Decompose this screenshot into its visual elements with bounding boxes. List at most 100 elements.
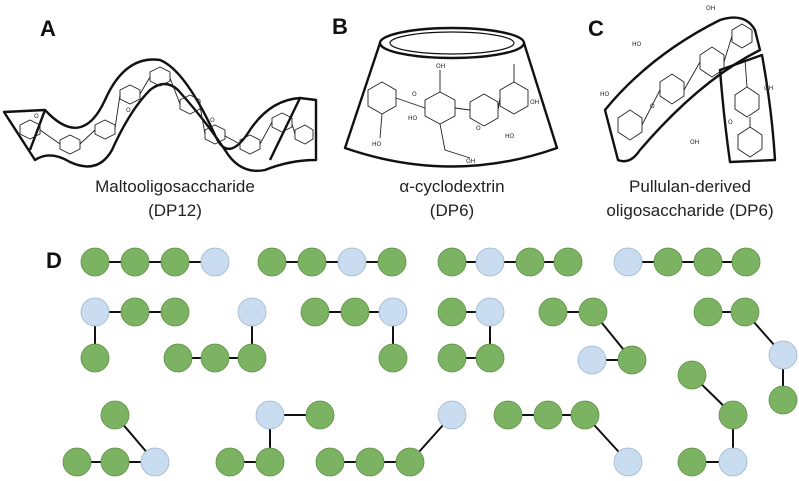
glucose-unit (255, 447, 285, 477)
atom-label-o: O (650, 103, 655, 110)
caption-a-line-1: Maltooligosaccharide (95, 177, 255, 196)
branch-point-unit (237, 297, 267, 327)
glucose-unit (237, 343, 267, 373)
branch-point-unit (768, 340, 798, 370)
isomer-diagram (315, 400, 467, 477)
branch-point-unit (577, 345, 607, 375)
glucose-unit (533, 400, 563, 430)
panel-c: C HO HO OH OH OH O O Pullulan-derived ol… (588, 5, 777, 220)
isomer-diagram (493, 400, 643, 477)
branch-point-unit (475, 297, 505, 327)
panel-a: A O O O Maltooligosaccharid (2, 16, 318, 220)
caption-c-line-2: oligosaccharide (DP6) (606, 201, 773, 220)
branch-point-unit (378, 297, 408, 327)
glucose-unit (300, 297, 330, 327)
glucose-unit (80, 247, 110, 277)
glucose-unit (297, 247, 327, 277)
branch-point-unit (718, 447, 748, 477)
isomer-diagram (80, 297, 190, 373)
glucose-unit (730, 297, 760, 327)
isomer-diagram (163, 297, 267, 373)
isomer-diagram (538, 297, 647, 375)
atom-label-oh: OH (530, 99, 539, 106)
glucose-unit (80, 343, 110, 373)
panel-b: B OH HO HO OH OH HO O O α-cyclodextrin (… (332, 14, 559, 220)
branch-point-unit (200, 247, 230, 277)
glucose-unit (160, 297, 190, 327)
branch-point-unit (80, 297, 110, 327)
isomer-diagram (80, 247, 230, 277)
atom-label-o: O (412, 91, 417, 98)
glucose-unit (693, 297, 723, 327)
isomer-diagram (300, 297, 408, 373)
glucose-unit (578, 297, 608, 327)
glucose-unit (437, 343, 467, 373)
atom-label-ho: HO (372, 141, 382, 148)
glucose-unit (355, 447, 385, 477)
glucose-unit (718, 400, 748, 430)
panel-letter-a: A (40, 16, 56, 41)
glucose-unit (200, 343, 230, 373)
atom-label-oh: OH (764, 85, 773, 92)
glucose-unit (340, 297, 370, 327)
glucose-unit (378, 343, 408, 373)
atom-label-ho: HO (408, 115, 418, 122)
glucose-unit (120, 247, 150, 277)
atom-label-oh: OH (690, 139, 699, 146)
branch-point-unit (337, 247, 367, 277)
branch-point-unit (613, 247, 643, 277)
atom-label-o: O (728, 119, 733, 126)
glucose-unit (395, 447, 425, 477)
branch-point-unit (475, 247, 505, 277)
glucose-unit (437, 247, 467, 277)
isomer-diagram (693, 297, 798, 415)
glucose-unit (677, 360, 707, 390)
glucose-unit (515, 247, 545, 277)
glucose-unit (315, 447, 345, 477)
atom-label-ho: HO (505, 133, 515, 140)
glucose-unit (768, 385, 798, 415)
glucose-unit (257, 247, 287, 277)
glucose-unit (215, 447, 245, 477)
panel-letter-c: C (588, 16, 604, 41)
glucose-unit (493, 400, 523, 430)
glucose-unit (538, 297, 568, 327)
glucose-unit (617, 345, 647, 375)
glucose-unit (731, 247, 761, 277)
glucose-unit (377, 247, 407, 277)
glucose-unit (677, 447, 707, 477)
branch-point-unit (437, 400, 467, 430)
glucose-unit (553, 247, 583, 277)
glucose-unit (100, 400, 130, 430)
glucose-unit (437, 297, 467, 327)
branch-point-unit (140, 447, 170, 477)
isomer-diagram (215, 400, 335, 477)
isomer-diagram (62, 400, 170, 477)
branch-point-unit (255, 400, 285, 430)
caption-a-line-2: (DP12) (148, 201, 202, 220)
panel-letter-d: D (46, 248, 62, 273)
atom-label-o: O (34, 113, 39, 120)
glucose-unit (160, 247, 190, 277)
glucose-unit (475, 343, 505, 373)
atom-label-o: O (476, 125, 481, 132)
isomer-diagram (613, 247, 761, 277)
glucose-unit (693, 247, 723, 277)
caption-b-line-1: α-cyclodextrin (399, 177, 504, 196)
isomer-diagram (257, 247, 407, 277)
maltooligosaccharide-helix: O O O (2, 58, 318, 172)
isomer-diagram (437, 297, 505, 373)
caption-c-line-1: Pullulan-derived (629, 177, 751, 196)
glucose-unit (120, 297, 150, 327)
branch-point-unit (613, 447, 643, 477)
cyclodextrin-cone: OH HO HO OH OH HO O O (343, 26, 559, 168)
atom-label-oh: OH (706, 5, 715, 12)
panel-d: D (46, 247, 798, 477)
glucose-unit (163, 343, 193, 373)
caption-b-line-2: (DP6) (430, 201, 474, 220)
isomer-grid (62, 247, 798, 477)
isomer-diagram (677, 360, 748, 477)
isomer-diagram (437, 247, 583, 277)
glucose-unit (653, 247, 683, 277)
